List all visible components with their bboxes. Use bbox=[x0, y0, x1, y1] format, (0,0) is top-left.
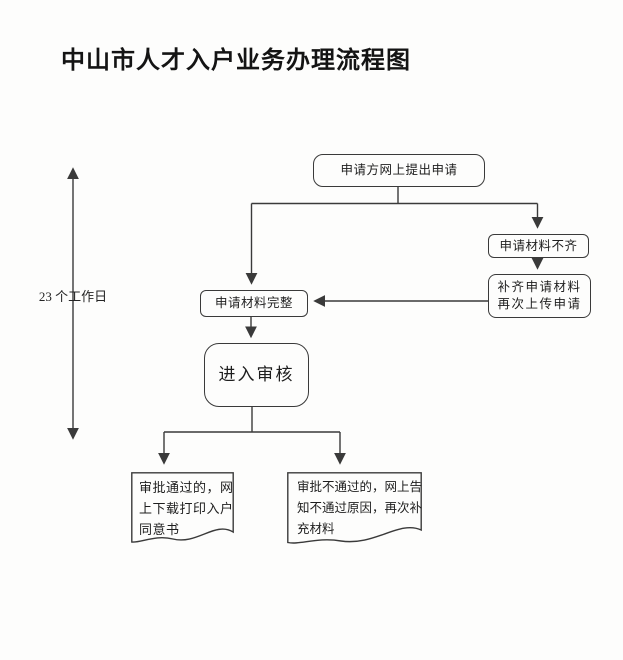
node-resubmit-line2: 再次上传申请 bbox=[497, 297, 582, 311]
duration-label: 23 个工作日 bbox=[38, 289, 108, 304]
approved-line3: 同意书 bbox=[139, 522, 180, 537]
node-review: 进入审核 bbox=[204, 343, 309, 407]
node-complete: 申请材料完整 bbox=[200, 290, 308, 317]
document-shape-icon bbox=[131, 472, 234, 543]
node-incomplete: 申请材料不齐 bbox=[488, 234, 589, 258]
approved-line1: 审批通过的，网 bbox=[139, 480, 234, 495]
node-doc-approved: 审批通过的，网 上下载打印入户 同意书 bbox=[131, 472, 234, 550]
node-doc-approved-text: 审批通过的，网 上下载打印入户 同意书 bbox=[139, 477, 234, 540]
node-resubmit-line1: 补齐申请材料 bbox=[497, 280, 582, 295]
rejected-line3: 充材料 bbox=[297, 522, 335, 536]
node-apply: 申请方网上提出申请 bbox=[313, 154, 485, 187]
node-incomplete-label: 申请材料不齐 bbox=[499, 238, 578, 253]
rejected-line2: 知不通过原因，再次补 bbox=[297, 501, 423, 515]
node-apply-label: 申请方网上提出申请 bbox=[340, 163, 458, 178]
node-doc-rejected-text: 审批不通过的，网上告 知不通过原因，再次补 充材料 bbox=[297, 477, 422, 540]
page-title: 中山市人才入户业务办理流程图 bbox=[61, 48, 411, 74]
approved-line2: 上下载打印入户 bbox=[139, 501, 234, 516]
rejected-line1: 审批不通过的，网上告 bbox=[297, 480, 423, 494]
node-complete-label: 申请材料完整 bbox=[214, 296, 293, 311]
node-resubmit: 补齐申请材料 再次上传申请 bbox=[488, 274, 591, 318]
document-shape-icon bbox=[287, 472, 422, 544]
node-review-label: 进入审核 bbox=[218, 364, 295, 384]
node-doc-rejected: 审批不通过的，网上告 知不通过原因，再次补 充材料 bbox=[287, 472, 422, 550]
